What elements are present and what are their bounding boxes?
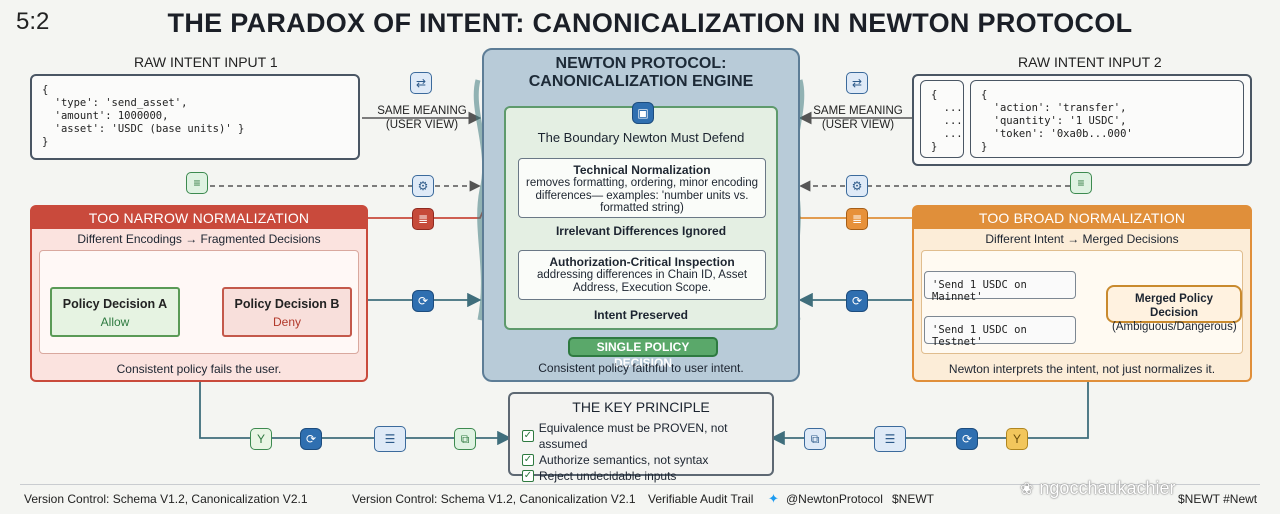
check-icon: ✓ [522, 430, 534, 442]
footer-hashtag: $NEWT #Newt [1178, 492, 1258, 506]
raw-intent-1-code: { 'type': 'send_asset', 'amount': 100000… [30, 74, 360, 160]
key-principle-title: THE KEY PRINCIPLE [572, 399, 710, 415]
footer-version-mid: Version Control: Schema V1.2, Canonicali… [352, 492, 636, 506]
engine-title: NEWTON PROTOCOL: CANONICALIZATION ENGINE [484, 55, 798, 91]
watermark: ❀ ngocchaukachier [1020, 478, 1176, 499]
check-icon: ✓ [522, 454, 534, 466]
engine-title-line2: CANONICALIZATION ENGINE [528, 73, 754, 90]
copy-doc-icon: ⧉ [804, 428, 826, 450]
key-principle-item: ✓ Authorize semantics, not syntax [522, 452, 772, 468]
intent-preserved: Intent Preserved [593, 308, 689, 322]
cube-icon: ▣ [632, 102, 654, 124]
window-icon: ☰ [374, 426, 406, 452]
boundary-box: ▣ The Boundary Newton Must Defend Techni… [504, 102, 778, 330]
auth-critical-body: addressing differences in Chain ID, Asse… [536, 269, 748, 294]
orange-ledger-icon: ≣ [846, 208, 868, 230]
policy-decision-a-title: Policy Decision A [62, 297, 168, 311]
sync-icon: ⟳ [956, 428, 978, 450]
policy-decision-a: Policy Decision A Allow [50, 287, 180, 337]
too-narrow-panel: TOO NARROW NORMALIZATION Different Encod… [30, 205, 368, 382]
engine-footer: Consistent policy faithful to user inten… [538, 361, 744, 375]
key-principle-item: ✓ Equivalence must be PROVEN, not assumed [522, 420, 772, 452]
raw-intent-1-label: RAW INTENT INPUT 1 [134, 54, 278, 70]
too-broad-footer: Newton interprets the intent, not just n… [948, 362, 1216, 376]
document-icon: ≡ [186, 172, 208, 194]
footer-twitter[interactable]: @NewtonProtocol [786, 492, 883, 506]
same-meaning-right-line2: (USER VIEW) [821, 119, 895, 131]
key-item-2: Authorize semantics, not syntax [539, 453, 709, 467]
tech-norm-body: removes formatting, ordering, minor enco… [525, 177, 759, 214]
document-icon: ≡ [1070, 172, 1092, 194]
same-meaning-right: SAME MEANING (USER VIEW) [808, 104, 908, 132]
copy-doc-icon: ⧉ [454, 428, 476, 450]
engine-title-line1: NEWTON PROTOCOL: [555, 55, 727, 72]
footer-divider [20, 484, 1260, 485]
authorization-critical-box: Authorization-Critical Inspection addres… [518, 250, 766, 300]
boundary-title: The Boundary Newton Must Defend [537, 130, 745, 145]
policy-decision-b-result: Deny [272, 315, 301, 329]
footer-audit-trail: Verifiable Audit Trail [648, 492, 754, 506]
branch-icon: Y [250, 428, 272, 450]
raw-intent-2-code: { 'action': 'transfer', 'quantity': '1 U… [970, 80, 1244, 158]
same-meaning-left-line2: (USER VIEW) [385, 119, 459, 131]
sync-icon: ⟳ [300, 428, 322, 450]
branch-icon: Y [1006, 428, 1028, 450]
merged-policy-sub: (Ambiguous/Dangerous) [1112, 321, 1237, 333]
transform-doc-icon: ⚙ [846, 175, 868, 197]
canonicalization-engine: NEWTON PROTOCOL: CANONICALIZATION ENGINE… [482, 48, 800, 382]
watermark-text: ngocchaukachier [1039, 478, 1176, 498]
footer-ticker: $NEWT [892, 492, 934, 506]
same-meaning-left: SAME MEANING (USER VIEW) [372, 104, 472, 132]
key-principle-list: ✓ Equivalence must be PROVEN, not assumed… [522, 420, 772, 484]
irrelevant-differences: Irrelevant Differences Ignored [555, 224, 727, 238]
aspect-ratio-label: 5:2 [16, 8, 50, 35]
too-narrow-footer: Consistent policy fails the user. [116, 362, 282, 376]
too-broad-panel: TOO BROAD NORMALIZATION Different Intent… [912, 205, 1252, 382]
policy-decision-b: Policy Decision B Deny [222, 287, 352, 337]
too-narrow-subtitle: Different Encodings → Fragmented Decisio… [77, 232, 321, 246]
same-meaning-left-line1: SAME MEANING [377, 105, 467, 117]
technical-normalization-box: Technical Normalization removes formatti… [518, 158, 766, 218]
single-policy-decision: SINGLE POLICY DECISION [568, 337, 718, 370]
key-principle-box: THE KEY PRINCIPLE ✓ Equivalence must be P… [508, 392, 774, 483]
twitter-icon: ✦ [768, 491, 779, 506]
auth-critical-title: Authorization-Critical Inspection [549, 255, 735, 269]
same-meaning-right-line1: SAME MEANING [813, 105, 903, 117]
watermark-logo-icon: ❀ [1020, 480, 1034, 498]
tech-norm-title: Technical Normalization [573, 163, 711, 177]
merged-policy-title: Merged Policy Decision [1135, 293, 1213, 319]
too-broad-header: TOO BROAD NORMALIZATION [914, 207, 1250, 229]
raw-intent-2-ellipsis: { ... ... ... } [920, 80, 964, 158]
page-title: THE PARADOX OF INTENT: CANONICALIZATION … [167, 8, 1133, 38]
key-item-3: Reject undecidable inputs [539, 469, 677, 483]
exchange-doc-icon: ⇄ [410, 72, 432, 94]
testnet-intent-box: 'Send 1 USDC on Testnet' [924, 316, 1076, 348]
blue-cycle-icon: ⟳ [412, 290, 434, 312]
footer-version-left: Version Control: Schema V1.2, Canonicali… [24, 492, 308, 506]
blue-cycle-icon: ⟳ [846, 290, 868, 312]
transform-doc-icon: ⚙ [412, 175, 434, 197]
policy-decision-b-title: Policy Decision B [234, 297, 340, 311]
too-narrow-header: TOO NARROW NORMALIZATION [32, 207, 366, 229]
exchange-doc-icon: ⇄ [846, 72, 868, 94]
key-item-1: Equivalence must be PROVEN, not assumed [538, 421, 728, 451]
check-icon: ✓ [522, 470, 534, 482]
red-ledger-icon: ≣ [412, 208, 434, 230]
merged-policy-decision: Merged Policy Decision (Ambiguous/Danger… [1106, 285, 1242, 333]
policy-decision-a-result: Allow [100, 315, 130, 329]
raw-intent-2-label: RAW INTENT INPUT 2 [1018, 54, 1162, 70]
key-principle-item: ✓ Reject undecidable inputs [522, 468, 772, 484]
too-broad-subtitle: Different Intent → Merged Decisions [985, 232, 1179, 246]
window-icon: ☰ [874, 426, 906, 452]
mainnet-intent-box: 'Send 1 USDC on Mainnet' [924, 271, 1076, 303]
